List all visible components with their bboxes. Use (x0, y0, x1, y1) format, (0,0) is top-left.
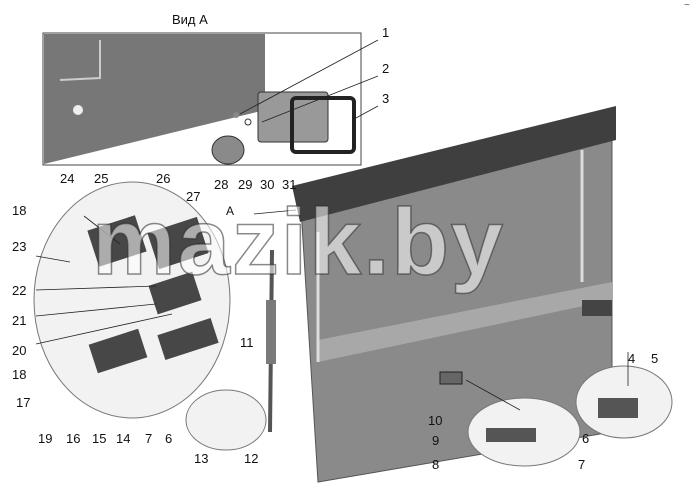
callout-6b: 6 (165, 431, 173, 446)
callout-3: 3 (382, 91, 390, 106)
callout-2: 2 (382, 61, 390, 76)
gas-spring-cylinder (266, 300, 276, 364)
callout-30: 30 (260, 177, 275, 192)
callout-25: 25 (94, 171, 109, 186)
callout-16: 16 (66, 431, 81, 446)
profile-19 (88, 328, 148, 374)
callout-11: 11 (240, 335, 254, 350)
callout-18a: 18 (12, 203, 27, 218)
callout-1: 1 (382, 25, 390, 40)
callout-23: 23 (12, 239, 27, 254)
profile-27 (147, 216, 209, 270)
view-a-washer (244, 118, 252, 126)
top-rail (292, 106, 616, 222)
corner-mark: ~ (684, 0, 690, 11)
callout-7a: 7 (578, 457, 586, 472)
callout-21: 21 (12, 313, 27, 328)
view-arrow-label: A (226, 204, 235, 218)
latch-bar (486, 428, 536, 442)
callout-24: 24 (60, 171, 75, 186)
hinge-bracket (582, 300, 612, 316)
callout-12: 12 (244, 451, 259, 466)
callout-29: 29 (238, 177, 253, 192)
callout-26: 26 (156, 171, 171, 186)
callout-4: 4 (628, 351, 636, 366)
view-a-cap (211, 135, 245, 165)
callout-9: 9 (432, 433, 440, 448)
callout-18b: 18 (12, 367, 27, 382)
callout-5: 5 (651, 351, 659, 366)
hinge-detail (598, 398, 638, 418)
view-a-rod (59, 40, 101, 81)
callout-8: 8 (432, 457, 440, 472)
callout-10: 10 (428, 413, 443, 428)
callout-22: 22 (12, 283, 27, 298)
leader-lines (35, 39, 629, 411)
middle-rib (318, 282, 612, 362)
callout-6a: 6 (582, 431, 590, 446)
callout-20: 20 (12, 343, 27, 358)
callout-15: 15 (92, 431, 107, 446)
callout-13: 13 (194, 451, 209, 466)
callout-27: 27 (186, 189, 201, 204)
lock-plate (439, 371, 463, 385)
profile-22 (148, 271, 202, 315)
detail-ellipse-bottom-left (185, 389, 267, 451)
callout-31: 31 (282, 177, 297, 192)
callout-7b: 7 (145, 431, 153, 446)
callout-19: 19 (38, 431, 53, 446)
callout-17: 17 (16, 395, 31, 410)
callout-14: 14 (116, 431, 131, 446)
callout-28: 28 (214, 177, 229, 192)
profile-14 (157, 317, 219, 361)
view-a-hole (73, 105, 83, 115)
view-a-title: Вид А (172, 12, 208, 27)
view-a-screw (233, 112, 239, 118)
profile-24 (87, 215, 147, 267)
